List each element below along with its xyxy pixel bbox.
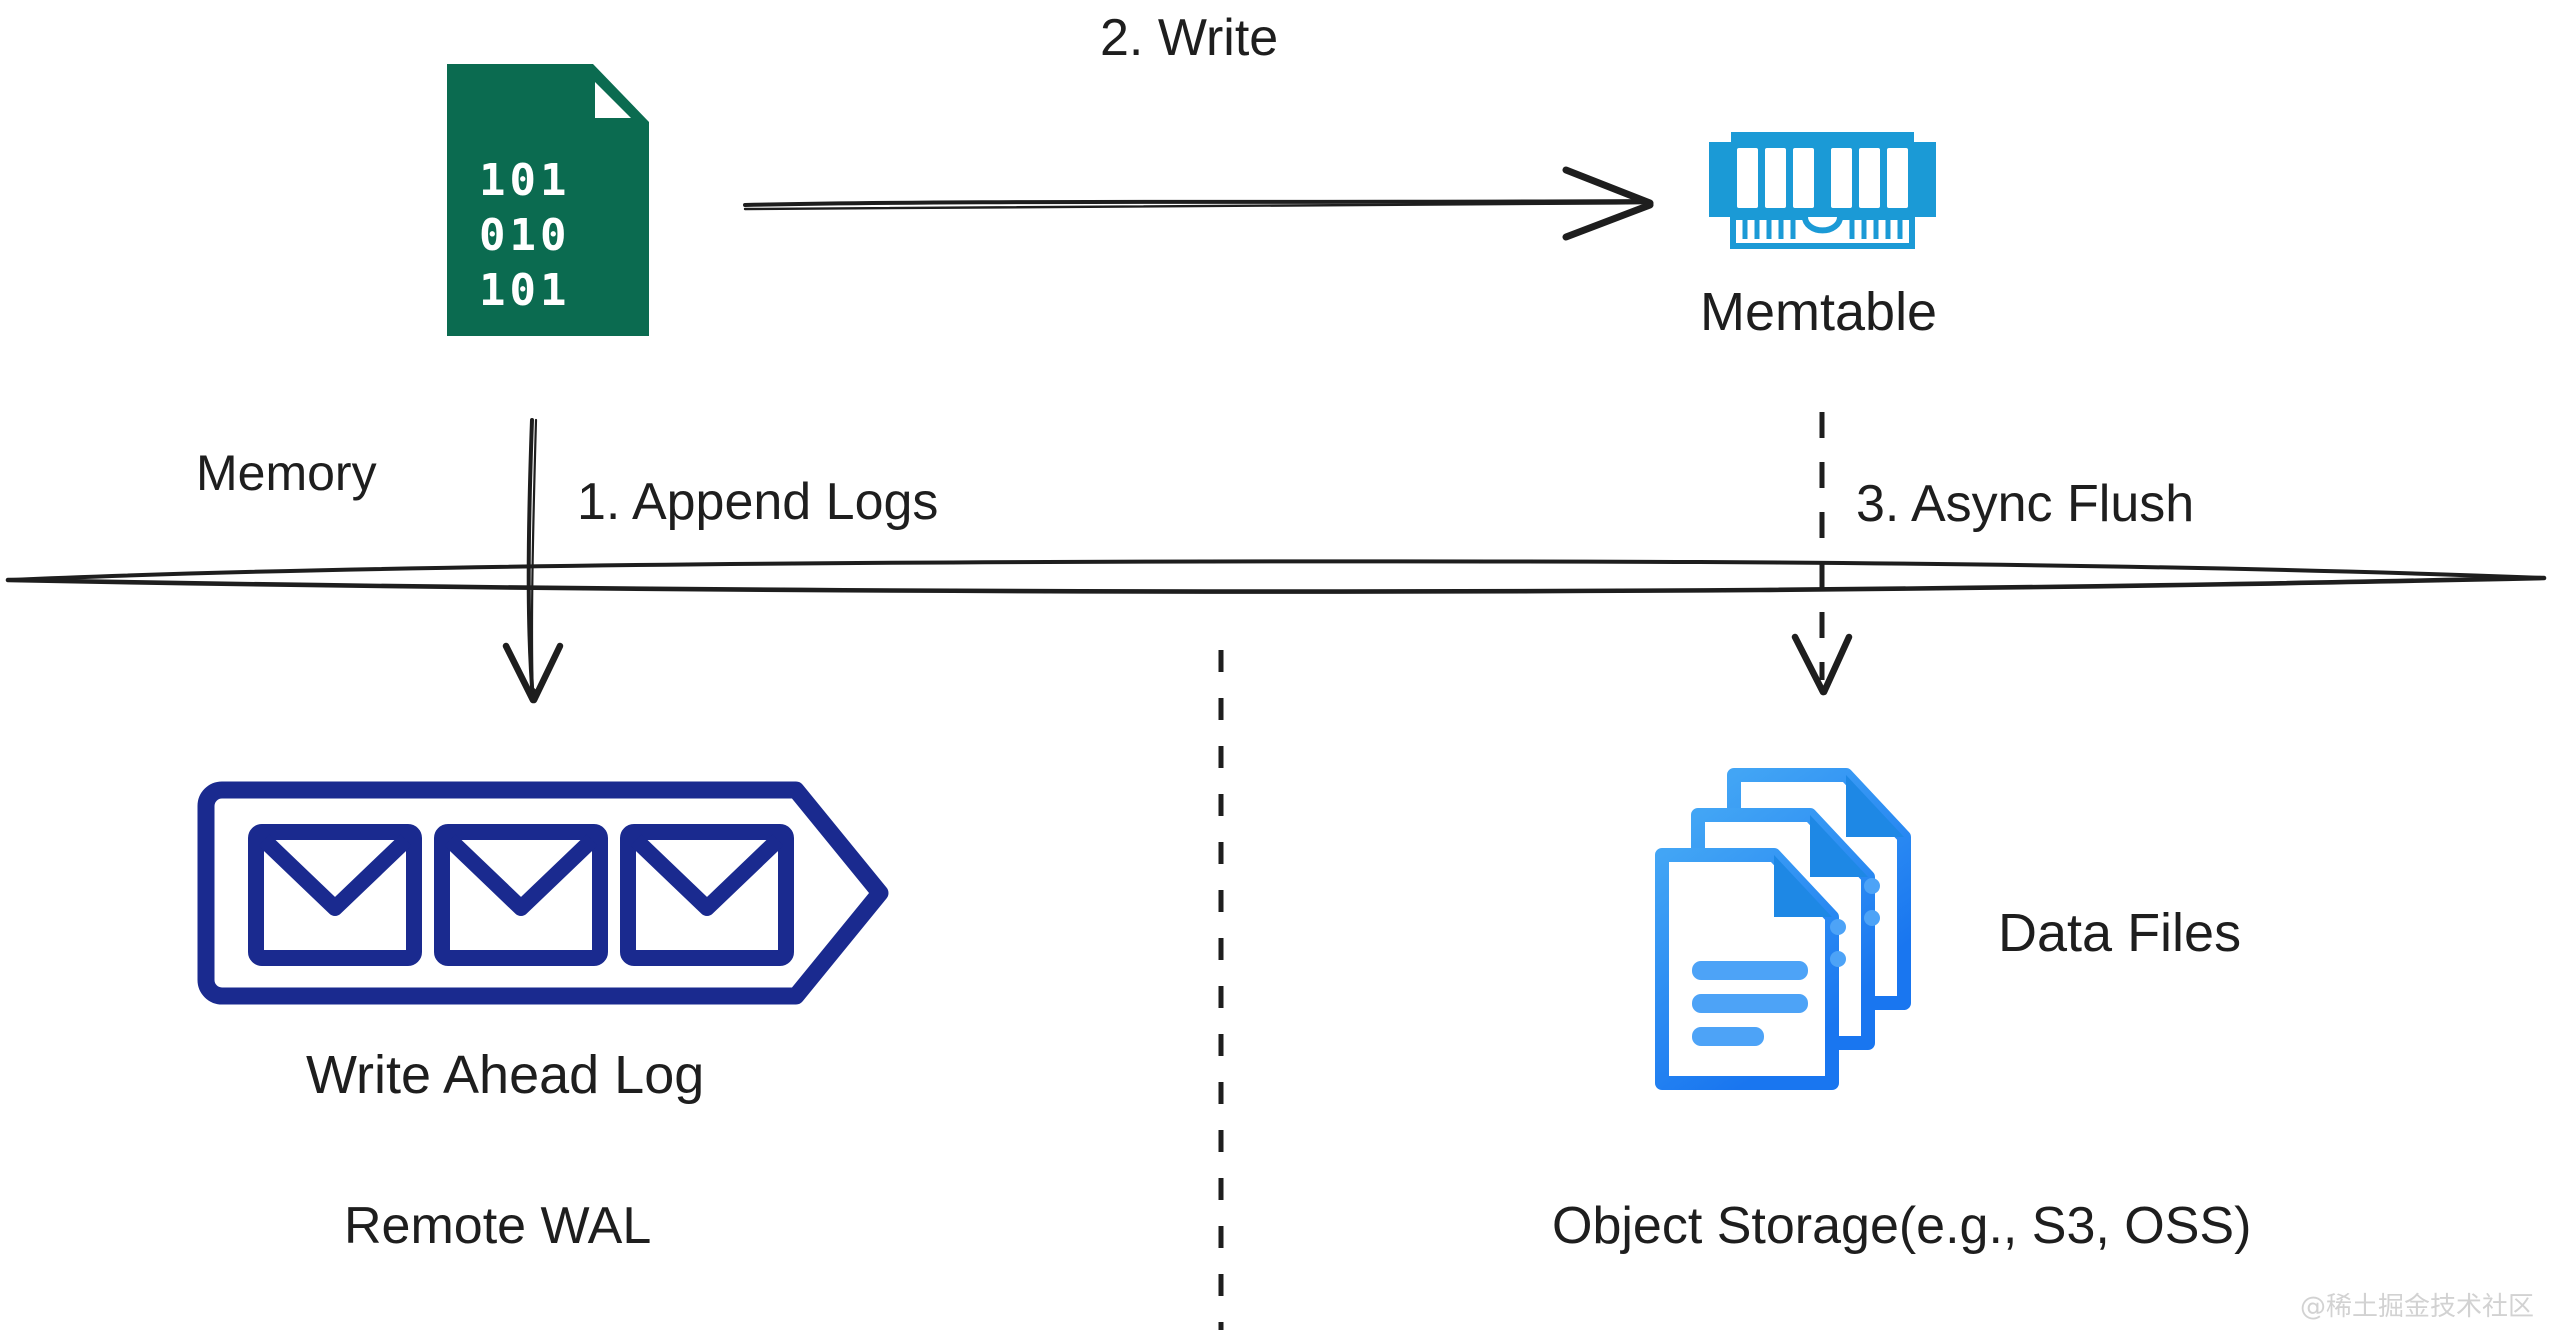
binary-row-0: 101 (479, 155, 570, 206)
region-label-object-storage: Object Storage(e.g., S3, OSS) (1552, 1197, 2252, 1255)
binary-row-2: 101 (479, 265, 570, 316)
node-label-write-ahead-log: Write Ahead Log (306, 1045, 705, 1105)
envelopes-arrow-icon (196, 778, 896, 1008)
step-label-append-logs: 1. Append Logs (577, 473, 939, 531)
binary-row-1: 010 (479, 210, 570, 261)
documents-stack-icon (1650, 765, 1950, 1095)
document-front (1655, 848, 1839, 1090)
node-label-memtable: Memtable (1700, 282, 1938, 342)
memory-storage-divider (5, 559, 2547, 594)
region-label-remote-wal: Remote WAL (344, 1197, 652, 1255)
memory-stick-icon (1705, 120, 1940, 250)
watermark: @稀土掘金技术社区 (2299, 1292, 2534, 1322)
write-arrow (743, 166, 1654, 241)
node-label-data-files: Data Files (1998, 903, 2242, 963)
step-label-write: 2. Write (1100, 9, 1279, 67)
region-label-memory: Memory (196, 445, 377, 501)
append-logs-arrow (502, 418, 564, 704)
binary-file-icon: 101 010 101 (443, 60, 653, 340)
step-label-async-flush: 3. Async Flush (1856, 475, 2195, 533)
async-flush-arrow (1791, 412, 1853, 696)
